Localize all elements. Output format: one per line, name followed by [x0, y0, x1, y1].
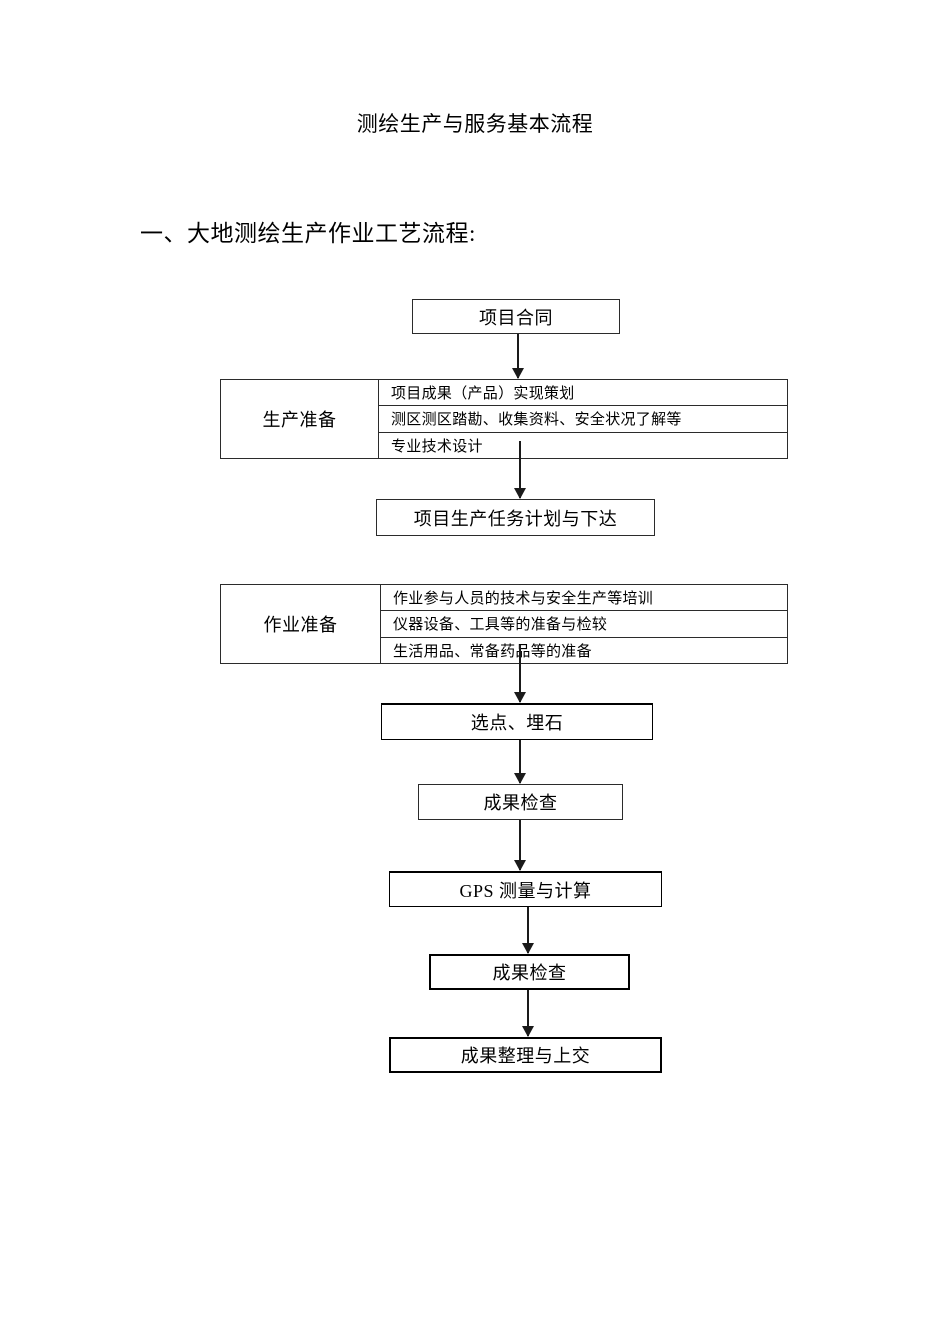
group-row-item: 项目成果（产品）实现策划 — [379, 380, 787, 407]
flow-node-project-contract: 项目合同 — [412, 299, 620, 334]
arrow-point-selection-to-check-one — [519, 740, 521, 783]
group-work-preparation: 作业准备 作业参与人员的技术与安全生产等培训 仪器设备、工具等的准备与检较 生活… — [220, 584, 788, 664]
flow-node-final-submission: 成果整理与上交 — [389, 1037, 662, 1073]
group-row-item: 生活用品、常备药品等的准备 — [393, 643, 592, 660]
flow-node-gps-measurement: GPS 测量与计算 — [389, 871, 662, 907]
arrow-work-prep-to-point-selection — [519, 645, 521, 702]
group-row-item: 测区测区踏勘、收集资料、安全状况了解等 — [379, 406, 787, 433]
arrow-contract-to-production-prep — [517, 334, 519, 378]
group-production-preparation: 生产准备 项目成果（产品）实现策划 测区测区踏勘、收集资料、安全状况了解等 专业… — [220, 379, 788, 459]
group-row-item: 专业技术设计 — [391, 438, 483, 455]
group-label-production-preparation: 生产准备 — [221, 380, 379, 458]
arrow-check-two-to-final-submit — [527, 990, 529, 1036]
group-rows-work-preparation: 作业参与人员的技术与安全生产等培训 仪器设备、工具等的准备与检较 生活用品、常备… — [381, 585, 787, 663]
group-row-item: 仪器设备、工具等的准备与检较 — [381, 611, 787, 638]
group-row-item: 作业参与人员的技术与安全生产等培训 — [381, 585, 787, 612]
arrow-gps-to-check-two — [527, 907, 529, 953]
flow-node-point-selection: 选点、埋石 — [381, 703, 653, 740]
flow-node-result-check-one: 成果检查 — [418, 784, 623, 820]
section-heading: 一、大地测绘生产作业工艺流程: — [140, 221, 476, 246]
page-title: 测绘生产与服务基本流程 — [356, 112, 594, 136]
flow-node-task-plan: 项目生产任务计划与下达 — [376, 499, 655, 536]
arrow-check-one-to-gps — [519, 820, 521, 870]
flow-node-result-check-two: 成果检查 — [429, 954, 630, 990]
group-label-work-preparation: 作业准备 — [221, 585, 381, 663]
arrow-production-prep-to-task-plan — [519, 441, 521, 498]
group-rows-production-preparation: 项目成果（产品）实现策划 测区测区踏勘、收集资料、安全状况了解等 专业技术设计 — [379, 380, 787, 458]
